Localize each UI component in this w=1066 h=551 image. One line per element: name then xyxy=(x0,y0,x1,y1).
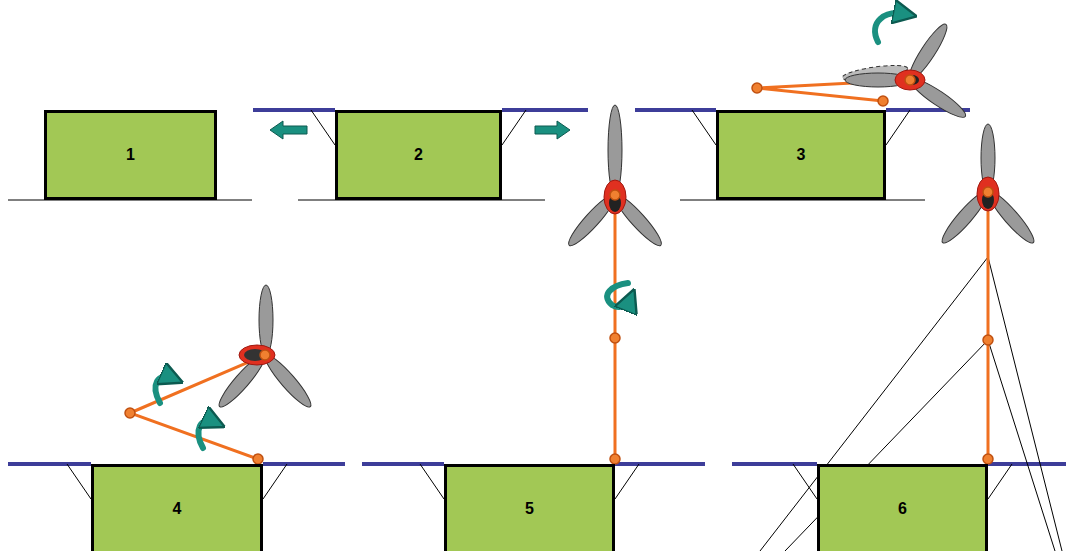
nacelle xyxy=(239,70,999,365)
step-number: 3 xyxy=(797,146,806,164)
platform xyxy=(8,110,1066,464)
step-box: 2 xyxy=(335,110,502,200)
step-box: 5 xyxy=(444,464,615,551)
step-box: 1 xyxy=(44,110,217,200)
step-box: 3 xyxy=(716,110,886,200)
step-box: 6 xyxy=(817,464,988,551)
step-box: 4 xyxy=(91,464,263,551)
hinge-joint xyxy=(125,75,993,464)
rotation-arrow xyxy=(156,13,905,448)
step-number: 5 xyxy=(525,500,534,518)
step-number: 6 xyxy=(898,500,907,518)
step-number: 2 xyxy=(414,146,423,164)
step-number: 1 xyxy=(126,146,135,164)
tower xyxy=(130,80,988,459)
step-number: 4 xyxy=(173,500,182,518)
rotor-blade xyxy=(214,21,1038,412)
